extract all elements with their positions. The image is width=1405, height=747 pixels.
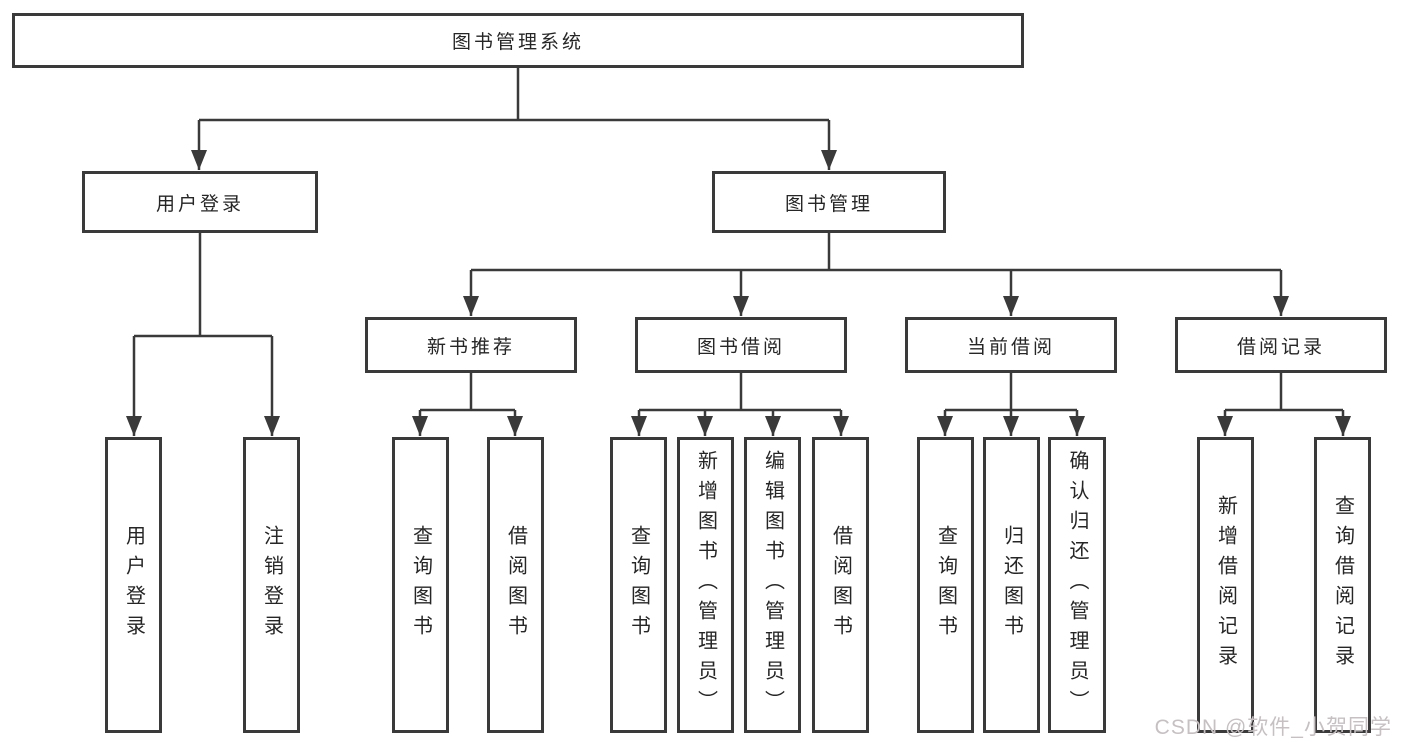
csdn-watermark: CSDN @软件_小贺同学	[1154, 716, 1392, 739]
connector-book-management-to-level3	[463, 233, 1289, 316]
node-borrow-records: 借阅记录	[1175, 317, 1387, 373]
node-label: 查询图书	[934, 525, 957, 645]
node-book-management: 图书管理	[712, 171, 946, 233]
node-label: 新增借阅记录	[1214, 495, 1237, 675]
node-user-login-group: 用户登录	[82, 171, 318, 233]
node-new-book-recommend: 新书推荐	[365, 317, 577, 373]
connector-current-borrow-to-leaves	[937, 373, 1085, 436]
node-add-borrow-record: 新增借阅记录	[1197, 437, 1254, 733]
connector-root-to-level2	[191, 68, 837, 170]
node-label: 借阅记录	[1236, 336, 1325, 358]
node-label: 用户登录	[155, 193, 244, 215]
node-borrow-books: 借阅图书	[812, 437, 869, 733]
node-edit-book-admin: 编辑图书（管理员）	[744, 437, 801, 733]
node-label: 借阅图书	[504, 525, 527, 645]
connector-borrow-records-to-leaves	[1217, 373, 1351, 436]
node-label: 新增图书（管理员）	[694, 450, 717, 720]
node-query-books-borrow: 查询图书	[610, 437, 667, 733]
node-label: 注销登录	[260, 525, 283, 645]
node-label: 借阅图书	[829, 525, 852, 645]
node-label: 当前借阅	[966, 336, 1055, 358]
node-label: 新书推荐	[426, 336, 515, 358]
connector-book-borrow-to-leaves	[631, 373, 849, 436]
node-logout: 注销登录	[243, 437, 300, 733]
node-query-borrow-record: 查询借阅记录	[1314, 437, 1371, 733]
node-label: 确认归还（管理员）	[1066, 450, 1088, 720]
node-label: 图书管理	[784, 193, 873, 215]
node-user-login: 用户登录	[105, 437, 162, 733]
node-label: 归还图书	[1000, 525, 1023, 645]
node-label: 查询图书	[627, 525, 650, 645]
node-label: 图书借阅	[696, 336, 785, 358]
node-label: 查询借阅记录	[1331, 495, 1354, 675]
node-borrow-books-recommend: 借阅图书	[487, 437, 544, 733]
connector-new-book-to-leaves	[412, 373, 523, 436]
node-library-system: 图书管理系统	[12, 13, 1024, 68]
node-query-books-current: 查询图书	[917, 437, 974, 733]
node-book-borrow: 图书借阅	[635, 317, 847, 373]
node-label: 用户登录	[122, 525, 145, 645]
node-add-book-admin: 新增图书（管理员）	[677, 437, 734, 733]
node-label: 查询图书	[409, 525, 432, 645]
connector-user-login-to-leaves	[126, 233, 280, 436]
node-current-borrow: 当前借阅	[905, 317, 1117, 373]
node-return-book: 归还图书	[983, 437, 1040, 733]
node-label: 图书管理系统	[451, 32, 584, 53]
node-confirm-return-admin: 确认归还（管理员）	[1048, 437, 1106, 733]
node-label: 编辑图书（管理员）	[761, 450, 784, 720]
node-query-books-recommend: 查询图书	[392, 437, 449, 733]
